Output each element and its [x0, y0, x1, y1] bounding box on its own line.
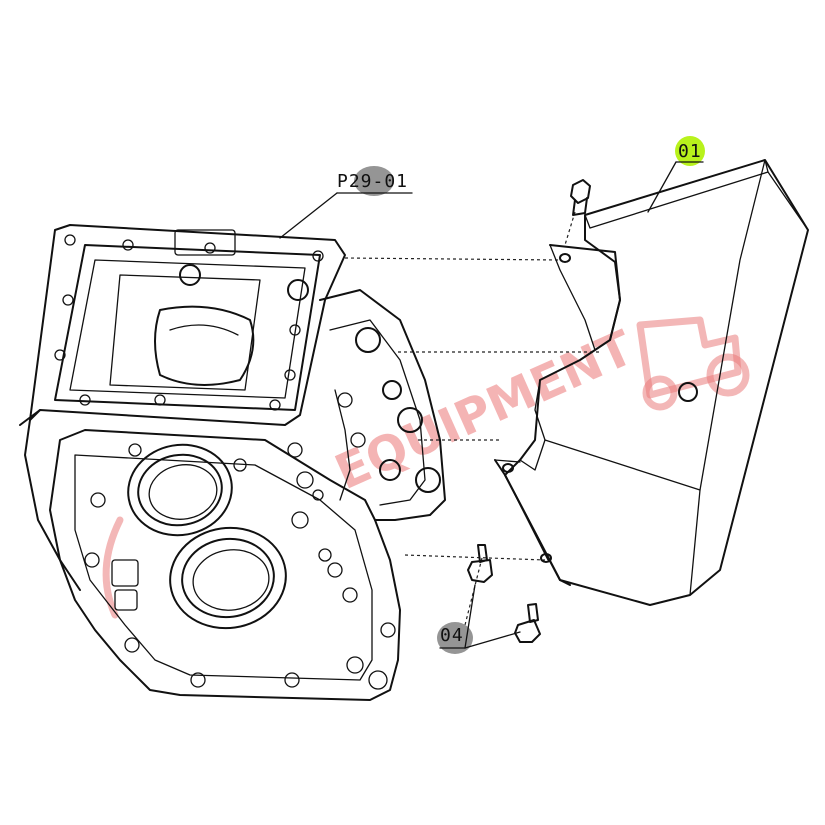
assembly-ref-text: P29-01	[337, 171, 408, 192]
assembly-label: P29-01	[279, 166, 413, 239]
part-04-label: 04	[437, 584, 521, 654]
bolt-lower-1	[467, 544, 493, 583]
green-highlight-marker	[675, 136, 705, 166]
gear-housing	[19, 224, 446, 701]
tractor-icon	[636, 316, 750, 411]
part-01-text: 01	[678, 141, 702, 162]
watermark-arc	[102, 516, 124, 619]
bolt-lower-2	[514, 603, 541, 643]
cover-plate	[494, 159, 809, 606]
bolt-top	[570, 179, 591, 216]
grey-highlight-marker-04	[437, 622, 473, 654]
part-01-label: 01	[647, 136, 705, 213]
explosion-lines	[344, 211, 600, 626]
grey-highlight-marker	[354, 166, 394, 196]
part-04-text: 04	[440, 625, 464, 646]
